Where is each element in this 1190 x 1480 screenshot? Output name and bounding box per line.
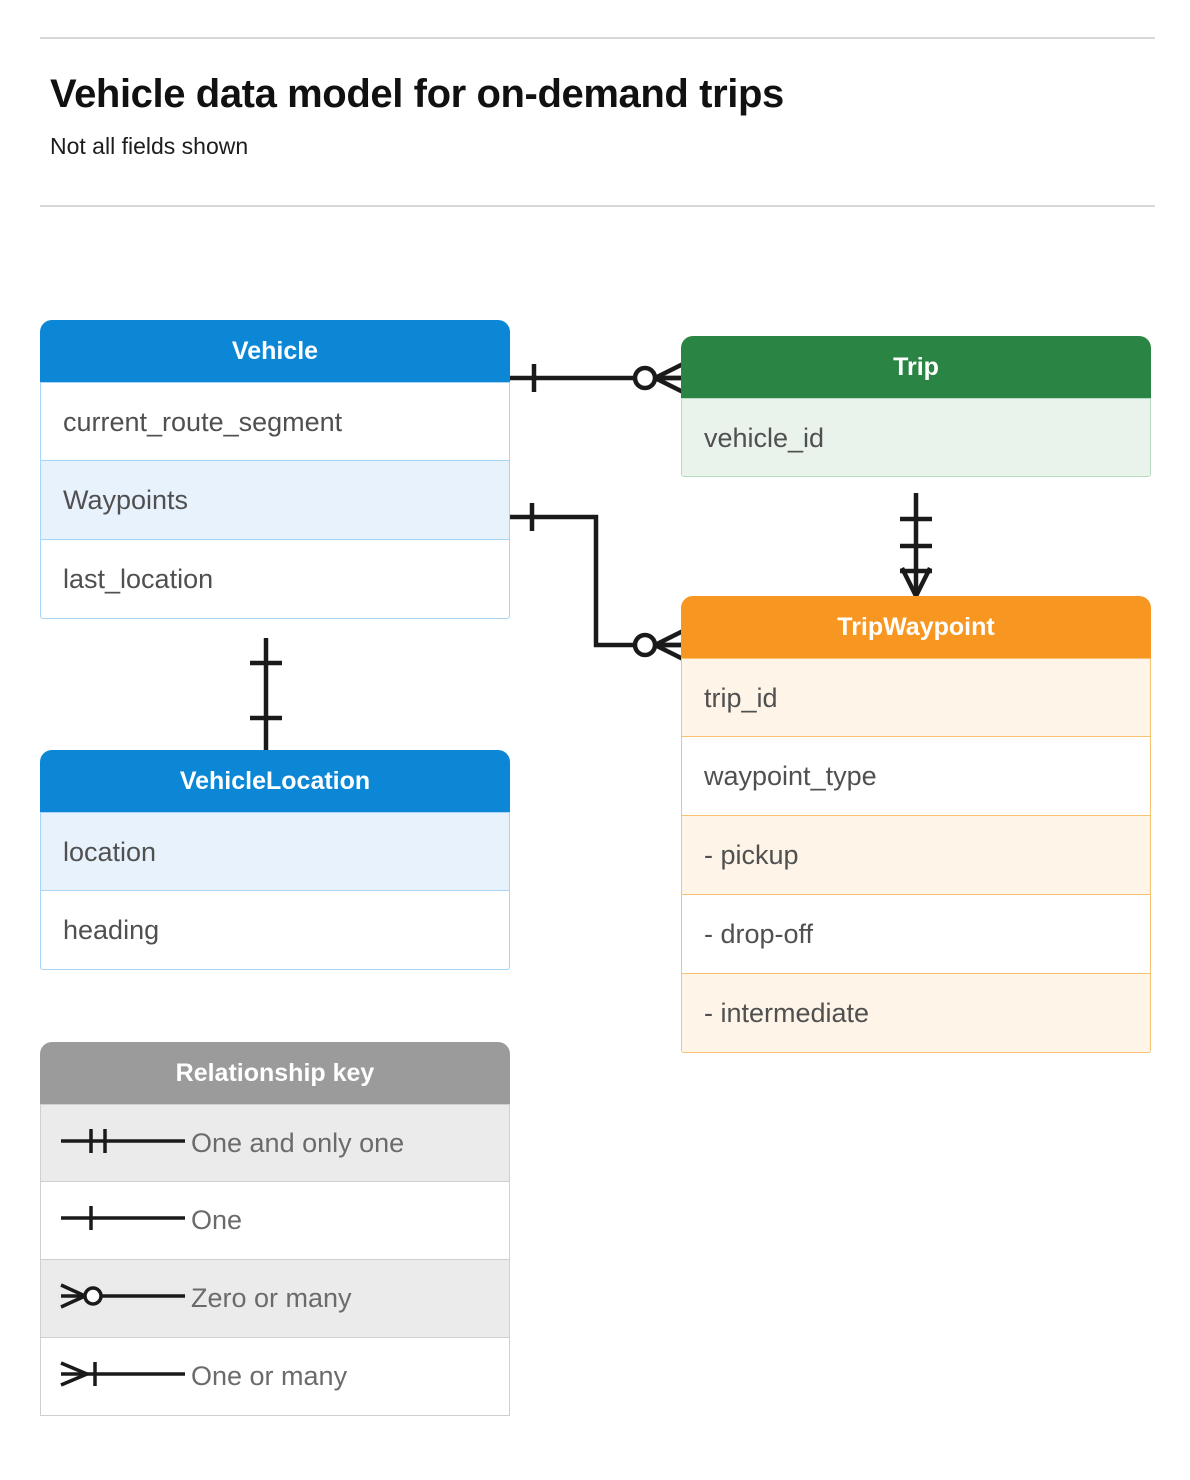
entity-vehiclelocation-field-heading: heading (40, 891, 510, 970)
entity-vehicle-field-waypoints: Waypoints (40, 461, 510, 540)
entity-tripwaypoint-value-intermediate: - intermediate (681, 974, 1151, 1053)
legend-item-one-and-only-one: One and only one (40, 1104, 510, 1182)
page-subtitle: Not all fields shown (50, 133, 249, 159)
page-title: Vehicle data model for on-demand trips (50, 72, 784, 116)
bottom-divider (40, 205, 1155, 207)
entity-tripwaypoint[interactable]: TripWaypoint trip_id waypoint_type - pic… (681, 596, 1151, 1053)
entity-vehicle-title: Vehicle (40, 320, 510, 382)
entity-tripwaypoint-title: TripWaypoint (681, 596, 1151, 658)
one-or-many-icon (41, 1354, 191, 1399)
zero-or-many-icon (41, 1276, 191, 1321)
top-divider (40, 37, 1155, 39)
entity-tripwaypoint-field-waypoint-type: waypoint_type (681, 737, 1151, 816)
entity-vehicle-field-last-location: last_location (40, 540, 510, 619)
legend-label-one-and-only-one: One and only one (191, 1127, 405, 1158)
entity-tripwaypoint-value-pickup: - pickup (681, 816, 1151, 895)
entity-vehiclelocation-title: VehicleLocation (40, 750, 510, 812)
entity-vehiclelocation[interactable]: VehicleLocation location heading (40, 750, 510, 970)
legend-item-one-or-many: One or many (40, 1338, 510, 1416)
legend-label-zero-or-many: Zero or many (191, 1283, 352, 1313)
relationship-key-legend: Relationship key One and only one One (40, 1042, 510, 1416)
one-and-only-one-icon (41, 1121, 191, 1166)
legend-item-one: One (40, 1182, 510, 1260)
connector-waypoints-tripwaypoint (510, 514, 681, 648)
one-icon (41, 1198, 191, 1243)
entity-tripwaypoint-field-trip-id: trip_id (681, 658, 1151, 737)
entity-trip-title: Trip (681, 336, 1151, 398)
entity-trip[interactable]: Trip vehicle_id (681, 336, 1151, 477)
entity-vehicle[interactable]: Vehicle current_route_segment Waypoints … (40, 320, 510, 619)
entity-trip-field-vehicle-id: vehicle_id (681, 398, 1151, 477)
entity-vehiclelocation-field-location: location (40, 812, 510, 891)
legend-label-one: One (191, 1205, 243, 1235)
entity-tripwaypoint-value-drop-off: - drop-off (681, 895, 1151, 974)
entity-vehicle-field-current-route-segment: current_route_segment (40, 382, 510, 461)
legend-label-one-or-many: One or many (191, 1361, 348, 1391)
legend-title: Relationship key (40, 1042, 510, 1104)
legend-item-zero-or-many: Zero or many (40, 1260, 510, 1338)
